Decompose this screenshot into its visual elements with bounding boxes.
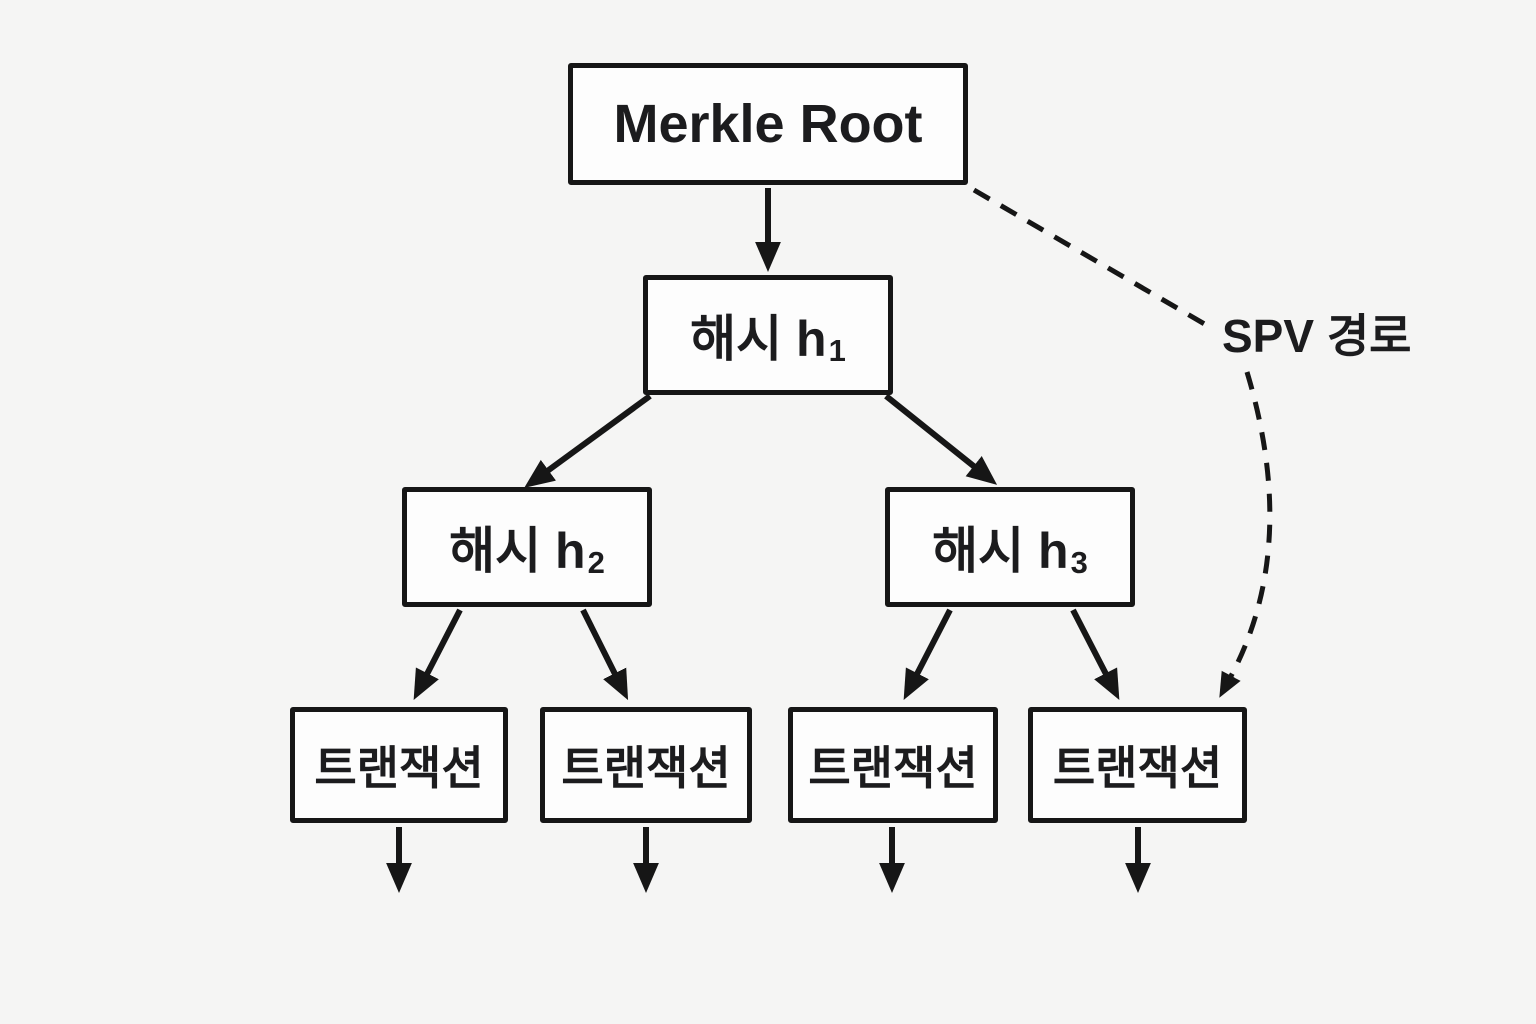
node-transaction-3: 트랜잭션 <box>788 707 998 823</box>
hash-h3-label: 해시 h3 <box>932 523 1088 580</box>
spv-path-label: SPV 경로 <box>1222 310 1412 362</box>
edge-h3-tx3 <box>903 608 953 701</box>
transaction-4-label: 트랜잭션 <box>1052 742 1223 794</box>
edge-h1-h2 <box>524 393 652 488</box>
hash-h2-label: 해시 h2 <box>449 523 605 580</box>
hash-h3-subscript: 3 <box>1070 544 1088 580</box>
merkle-root-label: Merkle Root <box>613 94 923 154</box>
edge-h2-tx2 <box>580 608 629 701</box>
node-hash-h2: 해시 h2 <box>402 487 652 607</box>
transaction-2-label: 트랜잭션 <box>561 742 731 794</box>
node-hash-h3: 해시 h3 <box>885 487 1135 607</box>
spv-dashed-line <box>972 187 1210 329</box>
transaction-3-label: 트랜잭션 <box>808 742 978 794</box>
node-transaction-2: 트랜잭션 <box>540 707 752 823</box>
edge-h2-tx1 <box>413 608 463 701</box>
transaction-1-label: 트랜잭션 <box>314 742 484 794</box>
hash-h1-subscript: 1 <box>828 332 846 368</box>
node-merkle-root: Merkle Root <box>568 63 968 185</box>
spv-dashed-arrow <box>1219 371 1273 698</box>
node-transaction-4: 트랜잭션 <box>1028 707 1247 823</box>
node-transaction-1: 트랜잭션 <box>290 707 508 823</box>
node-hash-h1: 해시 h1 <box>643 275 893 395</box>
hash-h1-label: 해시 h1 <box>690 311 846 368</box>
edge-h1-h3 <box>884 393 998 485</box>
hash-h2-subscript: 2 <box>587 544 605 580</box>
edge-h3-tx4 <box>1070 608 1120 701</box>
